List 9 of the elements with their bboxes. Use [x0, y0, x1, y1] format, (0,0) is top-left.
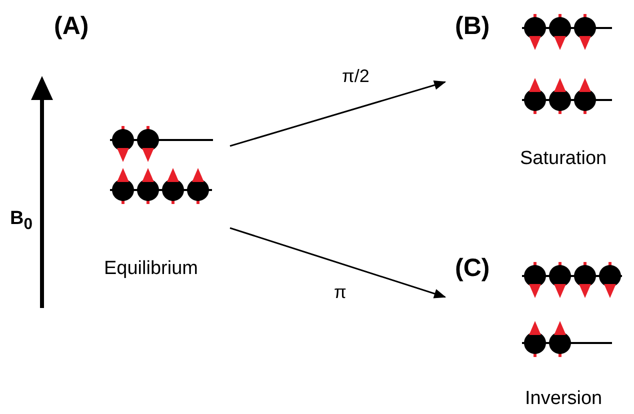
state-caption: Equilibrium — [104, 258, 198, 280]
panel-label: (C) — [455, 254, 490, 283]
panel-label: (B) — [455, 12, 490, 41]
state-caption: Saturation — [520, 148, 607, 170]
field-label: B$_{0}$ — [10, 208, 33, 234]
arrow — [230, 80, 446, 147]
panel-label: (A) — [54, 12, 89, 41]
arrow — [230, 227, 446, 298]
state-caption: Inversion — [525, 388, 602, 410]
